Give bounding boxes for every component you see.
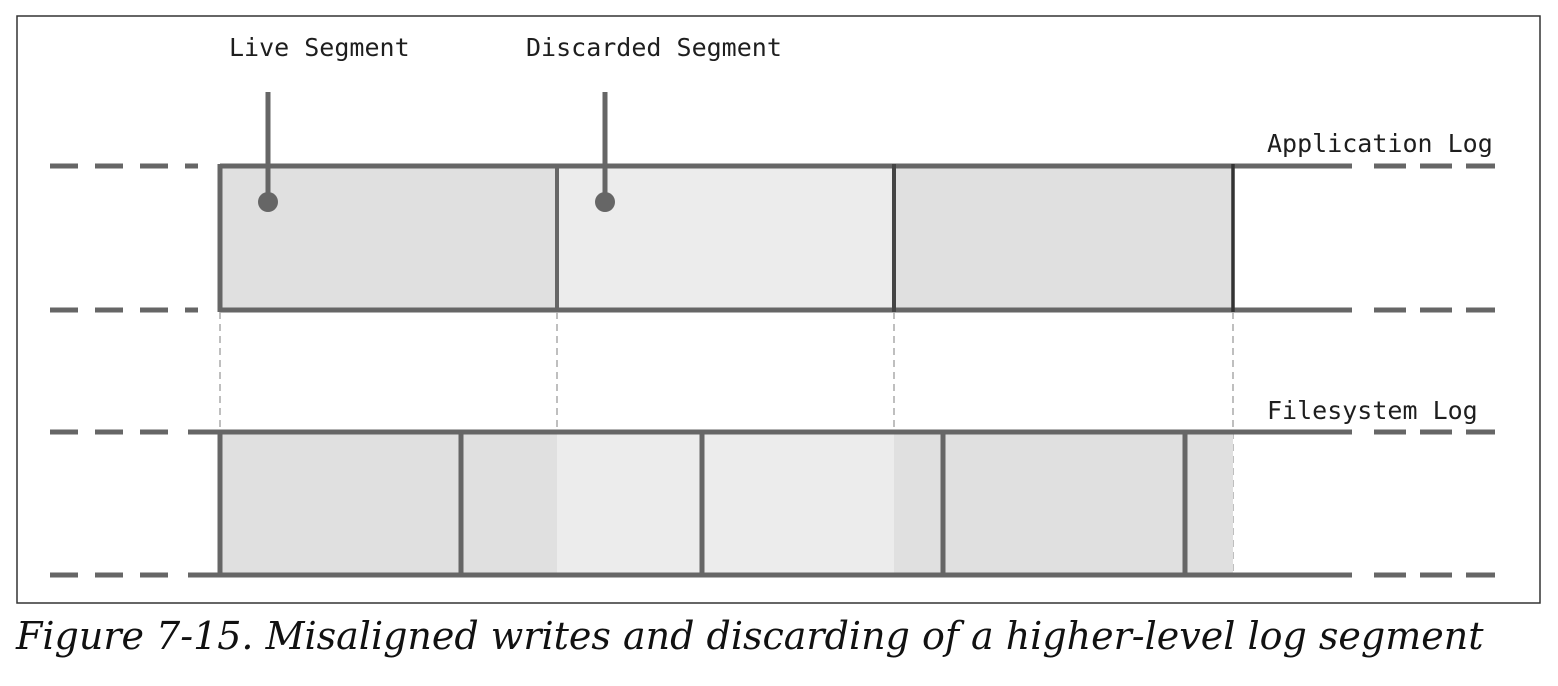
fs-block-5-live-part bbox=[1185, 432, 1233, 575]
application-log bbox=[50, 163, 1495, 313]
filesystem-log bbox=[50, 429, 1495, 578]
live-segment-callout bbox=[258, 92, 278, 212]
discarded-segment-label: Discarded Segment bbox=[526, 33, 782, 62]
app-segment-discarded bbox=[557, 166, 894, 310]
app-segment-live-1 bbox=[220, 166, 557, 310]
application-log-label: Application Log bbox=[1267, 129, 1493, 158]
fs-block-1 bbox=[220, 432, 461, 575]
live-segment-pointer-dot bbox=[258, 192, 278, 212]
app-segment-live-2 bbox=[894, 166, 1233, 310]
fs-block-3-live-part bbox=[894, 432, 943, 575]
figure-caption: Figure 7-15. Misaligned writes and disca… bbox=[16, 614, 1484, 658]
figure-frame bbox=[16, 15, 1541, 604]
discarded-segment-callout bbox=[595, 92, 615, 212]
fs-block-3 bbox=[702, 432, 894, 575]
log-segments-diagram: Live Segment Discarded Segment Applicati… bbox=[16, 15, 1541, 604]
filesystem-log-label: Filesystem Log bbox=[1267, 396, 1478, 425]
discarded-segment-pointer-dot bbox=[595, 192, 615, 212]
fs-block-4 bbox=[943, 432, 1185, 575]
fs-block-2-live-part bbox=[461, 432, 557, 575]
live-segment-label: Live Segment bbox=[229, 33, 410, 62]
fs-block-2-discarded-part bbox=[557, 432, 702, 575]
